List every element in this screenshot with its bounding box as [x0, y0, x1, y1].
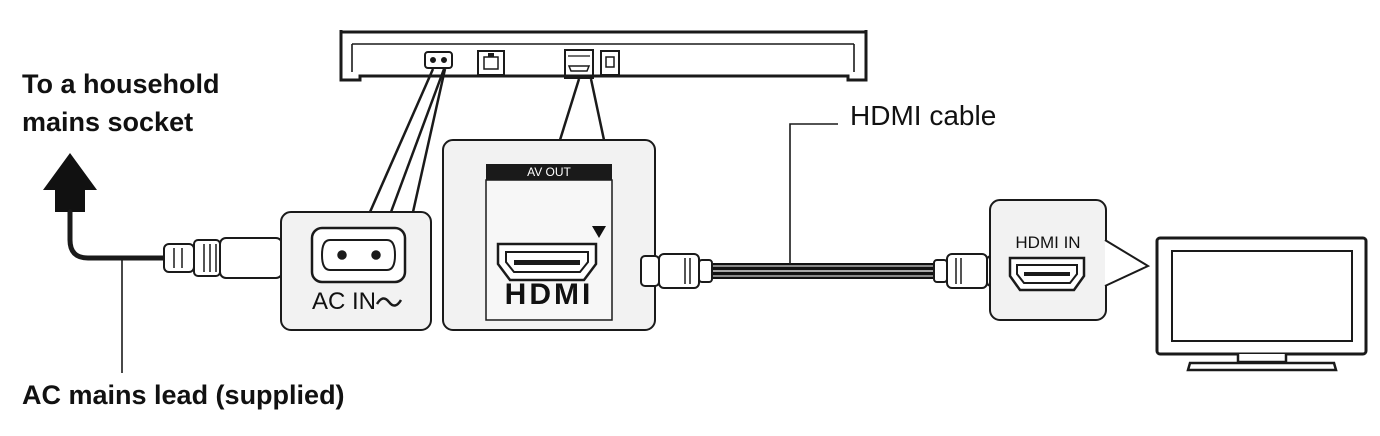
triangle-marker-icon — [592, 226, 606, 238]
ac-in-label: AC IN — [312, 288, 377, 315]
mains-plug — [163, 237, 283, 279]
mains-lead-cable — [67, 209, 171, 261]
callout-tv-wedge — [1104, 239, 1151, 287]
mains-lead-label: AC mains lead (supplied) — [22, 380, 345, 410]
hdmi-connector-left — [640, 253, 713, 289]
mains-socket-label-line2: mains socket — [22, 107, 194, 137]
hdmi-in-label: HDMI IN — [1015, 233, 1081, 252]
hdmi-cable-pointer — [789, 123, 838, 264]
player-hdmi-port — [564, 49, 594, 79]
mains-socket-label-line1: To a household — [22, 69, 220, 99]
av-out-label: AV OUT — [527, 165, 571, 179]
player-usb-port — [600, 50, 620, 76]
player-rear-panel — [339, 30, 868, 82]
hdmi-cable-label: HDMI cable — [850, 100, 997, 131]
callout-ac-wedge — [368, 68, 447, 213]
wave-tilde-icon — [375, 297, 403, 307]
hdmi-port-icon — [496, 242, 598, 282]
up-arrow-icon — [43, 153, 97, 212]
tv-monitor — [1155, 236, 1368, 372]
hdmi-in-port-icon — [1008, 256, 1086, 292]
av-out-label-bar — [486, 164, 612, 180]
player-ac-port — [424, 51, 453, 69]
callout-hdmi-wedge — [558, 78, 606, 141]
hdmi-logo: HDMI — [504, 278, 594, 311]
hdmi-cable — [712, 263, 934, 279]
player-lan-port — [477, 50, 505, 76]
ac-socket-icon — [310, 226, 407, 284]
